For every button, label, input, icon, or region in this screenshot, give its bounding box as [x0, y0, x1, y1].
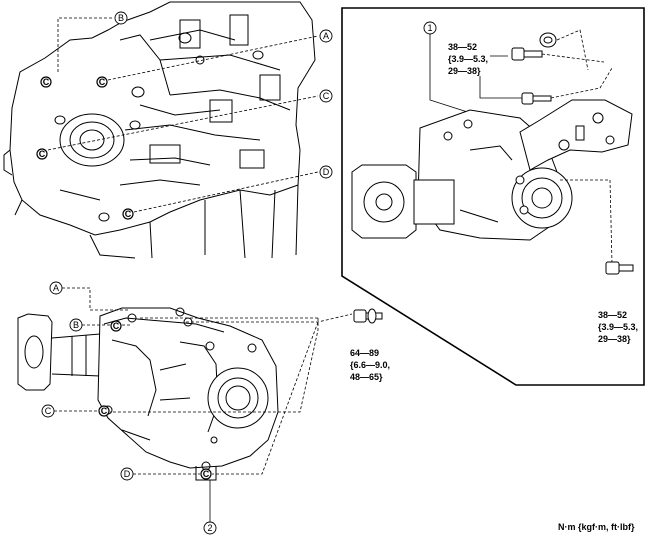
svg-text:C: C — [45, 406, 52, 416]
svg-text:C: C — [39, 149, 46, 159]
bolt-marker: C — [40, 76, 52, 88]
transmission-case-drawing — [3, 1, 316, 259]
callout-a-top: A — [319, 29, 333, 43]
svg-text:D: D — [323, 167, 330, 177]
inset-right-dash — [560, 179, 613, 265]
svg-text:{3.9—5.3,: {3.9—5.3, — [598, 322, 638, 332]
svg-text:A: A — [323, 31, 329, 41]
detail-inset: 1 38—52 {3.9—5.3, 29—38} — [341, 7, 645, 386]
callout-d-top: D — [319, 165, 333, 179]
callout-c-top: C — [319, 89, 333, 103]
torque-spec-lower: 64—89 {6.6—9.0, 48—65} — [350, 348, 390, 382]
torque-spec-inset-upper: 38—52 {3.9—5.3, 29—38} — [448, 42, 488, 76]
bolt-inset-right — [605, 261, 634, 275]
bolt-marker: C — [200, 468, 212, 480]
callout-d-bottom: D — [120, 467, 134, 481]
callout-b-top: B — [114, 11, 128, 25]
item-number-1: 1 — [423, 21, 437, 35]
bolt-lower — [353, 308, 383, 324]
svg-text:A: A — [53, 283, 59, 293]
inset-dashed-leaders — [541, 29, 613, 99]
svg-text:B: B — [118, 13, 124, 23]
svg-text:2: 2 — [207, 523, 212, 533]
bolt-marker: C — [96, 76, 108, 88]
svg-text:{3.9—5.3,: {3.9—5.3, — [448, 54, 488, 64]
callout-b-bottom: B — [69, 318, 83, 332]
bolt-and-washer-top — [511, 32, 557, 105]
transfer-unit-drawing — [17, 307, 279, 481]
svg-text:C: C — [43, 77, 50, 87]
svg-text:38—52: 38—52 — [448, 42, 477, 52]
bolt-marker: C — [122, 208, 134, 220]
svg-text:D: D — [124, 469, 131, 479]
svg-text:48—65}: 48—65} — [350, 372, 383, 382]
svg-text:C: C — [99, 77, 106, 87]
callout-a-bottom: A — [49, 281, 63, 295]
svg-text:C: C — [203, 469, 210, 479]
transfer-bolt-markers: C C C — [98, 320, 212, 480]
units-label: N·m {kgf·m, ft·lbf} — [558, 522, 635, 532]
svg-text:B: B — [73, 320, 79, 330]
svg-text:{6.6—9.0,: {6.6—9.0, — [350, 360, 390, 370]
svg-text:C: C — [101, 406, 108, 416]
svg-text:29—38}: 29—38} — [448, 66, 481, 76]
transfer-unit-inset-drawing — [351, 99, 633, 241]
svg-text:64—89: 64—89 — [350, 348, 379, 358]
torque-spec-inset-right: 38—52 {3.9—5.3, 29—38} — [598, 310, 638, 344]
upper-spec-leader — [479, 55, 522, 99]
callout-c-bottom: C — [41, 404, 55, 418]
case-leader-lines — [47, 17, 319, 213]
svg-text:C: C — [125, 209, 132, 219]
bolt-marker: C — [98, 405, 110, 417]
case-bolt-markers: C C C C — [36, 76, 134, 220]
svg-text:1: 1 — [427, 23, 432, 33]
item-number-2: 2 — [203, 521, 217, 535]
bolt-marker: C — [36, 148, 48, 160]
svg-text:C: C — [323, 91, 330, 101]
bolt-marker: C — [110, 320, 122, 332]
svg-text:38—52: 38—52 — [598, 310, 627, 320]
svg-text:C: C — [113, 321, 120, 331]
svg-text:29—38}: 29—38} — [598, 334, 631, 344]
